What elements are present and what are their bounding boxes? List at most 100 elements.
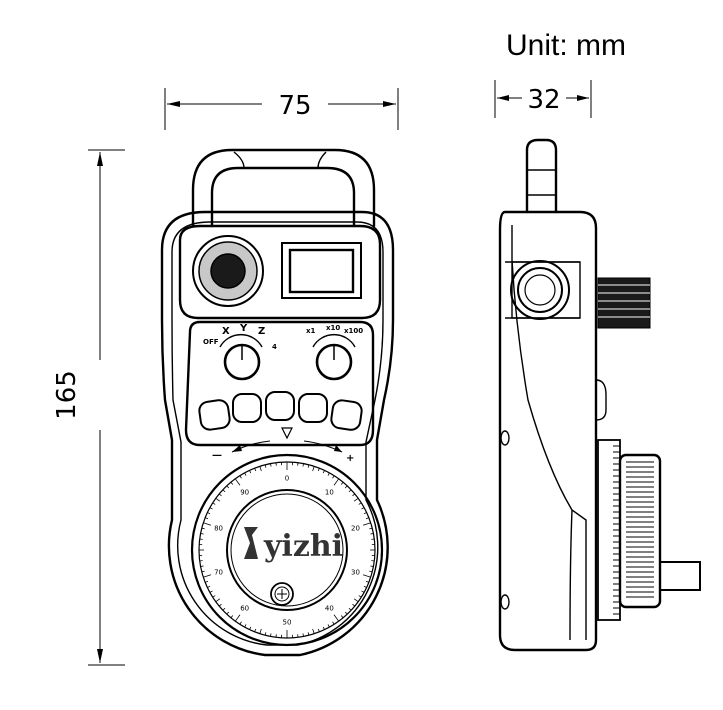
dial-tick [209, 507, 213, 510]
dial-number: 80 [214, 524, 223, 532]
dial-tick [317, 468, 320, 472]
dial-tick [234, 478, 241, 486]
dial-tick [370, 565, 374, 567]
brand-logo: yizhi [244, 527, 343, 564]
side-handle [525, 138, 558, 214]
control-panel [184, 320, 375, 447]
dial-tick [352, 493, 356, 497]
dial-number: 30 [351, 569, 360, 577]
dial-tick [207, 585, 211, 588]
dial-tick [264, 464, 267, 468]
dial-tick [226, 485, 230, 489]
dial-tick [230, 481, 234, 485]
display-window [281, 242, 362, 299]
dial-tick [369, 527, 373, 530]
side-body-outline [498, 210, 598, 652]
dial-tick [201, 570, 205, 573]
dial-tick [358, 502, 362, 505]
dial-tick [348, 607, 352, 611]
function-button-2[interactable] [232, 393, 262, 423]
dial-tick [249, 470, 252, 474]
dial-tick [218, 493, 222, 497]
function-button-5[interactable] [330, 399, 363, 431]
side-handwheel [597, 439, 701, 621]
emergency-stop-button[interactable] [192, 235, 264, 307]
unit-label: Unit: mm [506, 29, 626, 62]
dial-number: 90 [240, 488, 249, 496]
dial-tick [212, 502, 216, 505]
dial-tick [209, 590, 213, 593]
dial-tick [302, 463, 304, 467]
side-view [498, 138, 701, 652]
jog-plus-label: + [346, 453, 354, 464]
axis-off-label: OFF [203, 338, 219, 346]
multiplier-selector-knob[interactable] [312, 333, 356, 381]
mult-x100-label: x100 [344, 327, 363, 335]
dial-tick [259, 628, 262, 634]
dial-tick [200, 533, 204, 535]
dial-tick [332, 621, 335, 625]
dial-tick [307, 632, 310, 636]
dial-tick [270, 633, 272, 637]
dial-tick [259, 466, 262, 472]
wheel-grip-screw [270, 582, 294, 606]
dial-tick [352, 603, 356, 607]
dial-tick [249, 626, 252, 630]
dial-number: 20 [351, 524, 360, 532]
function-button-4[interactable] [298, 393, 328, 423]
dial-tick [254, 468, 257, 472]
dial-tick [322, 626, 325, 630]
dial-tick [344, 485, 348, 489]
dial-tick [307, 464, 310, 468]
function-button-3[interactable] [265, 391, 295, 421]
dial-tick [215, 598, 221, 603]
axis-z-label: Z [258, 326, 265, 337]
dial-tick [362, 574, 371, 578]
dial-number: 60 [240, 605, 249, 613]
dial-tick [222, 607, 226, 611]
dial-tick [239, 621, 242, 625]
dial-tick [215, 497, 221, 502]
front-view: OFF X Y Z 4 x1 x10 x100 — + [160, 148, 395, 657]
dial-tick [340, 615, 344, 619]
axis-y-label: Y [239, 323, 248, 334]
height-value: 165 [52, 370, 82, 420]
handle-inner [210, 166, 356, 228]
axis-x-label: X [222, 326, 230, 337]
dial-tick [370, 533, 374, 535]
dial-tick [203, 522, 212, 526]
dial-tick [344, 611, 348, 615]
dial-tick [205, 580, 209, 583]
dial-tick [212, 595, 216, 598]
dial-tick [270, 463, 272, 467]
side-emergency-stop [510, 260, 581, 320]
dial-tick [222, 489, 226, 493]
dial-tick [317, 628, 320, 632]
axis-selector-knob[interactable] [219, 333, 263, 381]
direction-indicator-icon [281, 427, 293, 440]
dial-number: 70 [214, 569, 223, 577]
dial-tick [362, 522, 371, 526]
dial-tick [327, 472, 330, 476]
dial-tick [244, 472, 247, 476]
dial-tick [365, 580, 369, 583]
dial-tick [230, 615, 234, 619]
dial-number: 40 [325, 605, 334, 613]
dial-tick [348, 489, 352, 493]
dial-tick [312, 466, 315, 472]
dial-tick [333, 614, 340, 622]
function-button-1[interactable] [198, 399, 231, 431]
top-panel [178, 224, 382, 320]
dial-tick [239, 475, 242, 479]
dial-tick [358, 595, 362, 598]
dial-tick [226, 611, 230, 615]
brand-text: yizhi [263, 529, 343, 564]
dial-tick [244, 624, 247, 628]
dial-tick [302, 633, 304, 637]
dial-ticks [199, 462, 375, 638]
dial-number: 10 [325, 488, 334, 496]
jog-minus-label: — [212, 450, 222, 461]
